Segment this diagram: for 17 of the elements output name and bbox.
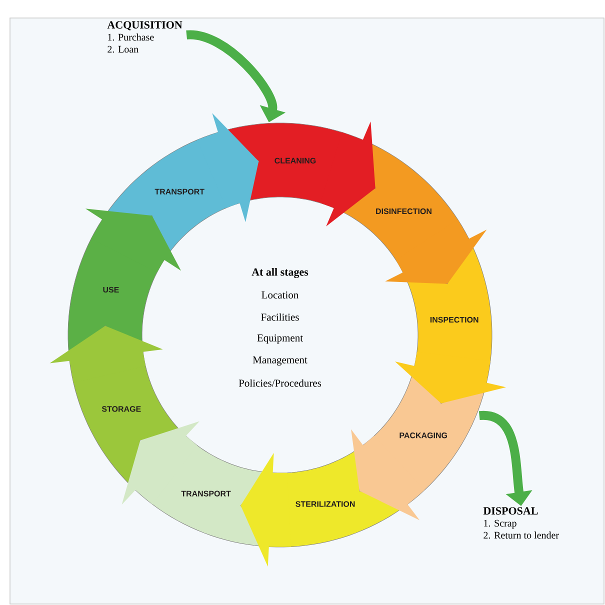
note-text: Equipment [257,334,303,344]
block-arrow [85,208,182,272]
block-arrow [240,452,292,567]
block-arrow [50,326,163,383]
note-text: Location [262,291,298,299]
note-text: Policies/Procedures [238,379,322,387]
note-text: At all stages [252,268,308,278]
block-arrow [385,220,487,284]
stage-note: ACQUISITION 1. Purchase 2. Loan [107,21,182,53]
block-arrow [197,113,259,222]
note-text: Management [252,356,308,366]
block-arrow [122,421,200,505]
block-arrow [320,121,376,226]
note-text: Facilities [261,313,299,321]
block-arrow [351,429,425,520]
block-arrow [394,352,506,404]
stage-note: DISPOSAL 1. Scrap 2. Return to lender [483,507,559,539]
